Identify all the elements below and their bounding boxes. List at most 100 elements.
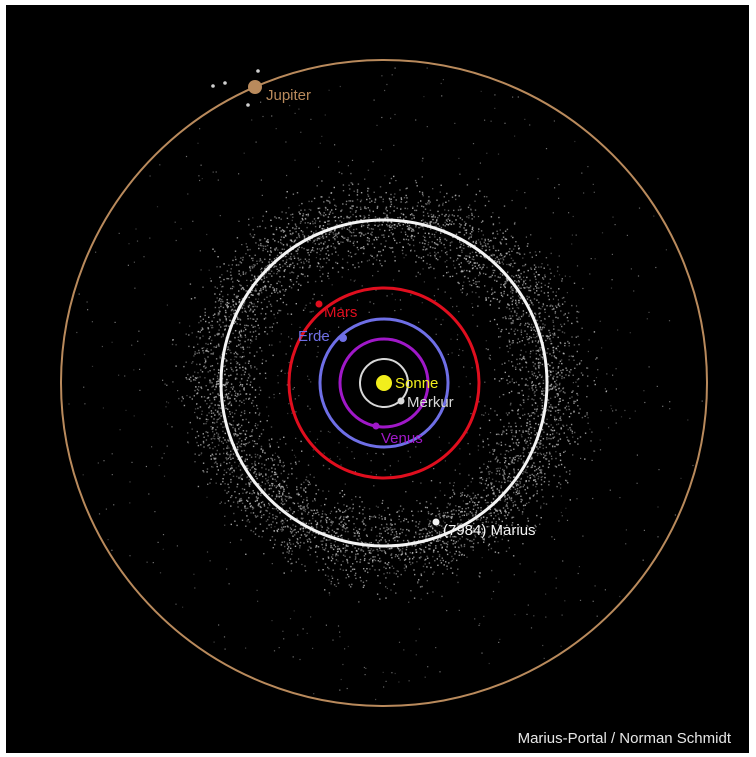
asteroid-dot [371,231,373,233]
asteroid-dot [547,399,550,401]
asteroid-dot [248,373,250,375]
asteroid-dot [519,341,521,343]
asteroid-dot [513,491,515,494]
asteroid-dot [528,296,530,298]
asteroid-dot [500,242,502,244]
asteroid-dot [446,266,448,268]
asteroid-dot [529,356,531,358]
asteroid-dot [435,221,437,223]
asteroid-dot [472,229,474,232]
asteroid-dot [348,194,350,196]
asteroid-dot [255,473,258,475]
asteroid-dot [443,528,446,530]
asteroid-dot [547,363,549,365]
asteroid-dot [234,378,237,380]
asteroid-dot [423,549,425,551]
asteroid-dot [303,505,305,508]
asteroid-dot [307,549,309,551]
asteroid-dot [551,458,553,460]
asteroid-dot [526,286,528,288]
asteroid-dot [511,354,514,356]
asteroid-dot [348,584,351,586]
asteroid-dot [393,224,395,226]
asteroid-dot [512,307,514,310]
asteroid-dot [283,270,285,272]
asteroid-dot [293,255,295,257]
asteroid-dot [293,265,295,267]
asteroid-dot [383,234,385,236]
asteroid-dot [336,262,339,265]
asteroid-dot [287,560,289,563]
asteroid-dot [504,281,506,283]
asteroid-dot [580,360,583,362]
asteroid-dot [323,537,325,540]
asteroid-dot [239,498,241,500]
asteroid-dot [391,247,394,249]
asteroid-dot [346,239,348,241]
asteroid-dot [460,289,462,291]
asteroid-dot [421,193,424,195]
asteroid-dot [519,324,521,326]
asteroid-dot [524,438,527,441]
asteroid-dot [217,410,219,412]
asteroid-dot [236,483,239,485]
asteroid-dot [261,261,264,263]
asteroid-dot [278,269,280,272]
asteroid-dot [223,370,226,372]
asteroid-dot [492,272,495,274]
asteroid-dot [442,224,444,226]
asteroid-dot [277,271,279,273]
asteroid-dot [336,236,338,238]
asteroid-dot [502,263,504,265]
asteroid-dot [430,220,433,223]
asteroid-dot [281,485,283,488]
asteroid-dot [231,495,233,497]
asteroid-dot [241,450,243,452]
asteroid-dot [555,418,558,421]
asteroid-dot [531,371,533,373]
asteroid-dot [237,353,239,356]
asteroid-dot [366,224,369,227]
asteroid-dot [439,191,441,193]
asteroid-dot [506,253,508,255]
asteroid-dot [526,487,529,489]
asteroid-dot [283,526,285,528]
asteroid-dot [294,525,297,528]
asteroid-dot [337,243,340,245]
asteroid-dot [387,532,389,534]
asteroid-dot [529,251,531,254]
asteroid-dot [285,288,287,291]
asteroid-dot [441,546,443,548]
asteroid-dot [255,335,257,338]
asteroid-dot [430,566,432,569]
asteroid-dot [510,323,513,325]
asteroid-dot [401,510,403,512]
asteroid-dot [261,267,263,270]
asteroid-dot [262,429,265,431]
asteroid-dot [199,376,201,378]
asteroid-dot [283,248,285,250]
asteroid-dot [457,568,459,570]
asteroid-dot [490,512,492,514]
asteroid-dot [222,442,224,444]
asteroid-dot [254,468,256,470]
asteroid-dot [512,236,514,239]
asteroid-dot [379,528,381,530]
asteroid-dot [226,492,228,494]
asteroid-dot [265,520,268,522]
asteroid-dot [457,215,459,217]
asteroid-dot [528,315,530,317]
asteroid-dot [224,365,226,367]
asteroid-dot [219,276,221,279]
asteroid-dot [318,207,321,209]
asteroid-dot [340,534,343,536]
asteroid-dot [565,405,568,408]
asteroid-dot [511,409,513,412]
asteroid-dot [342,526,344,528]
asteroid-dot [253,472,255,474]
asteroid-dot [415,181,418,184]
asteroid-dot [283,572,285,574]
asteroid-dot [553,355,556,357]
asteroid-dot [552,386,554,389]
asteroid-dot [524,344,526,346]
